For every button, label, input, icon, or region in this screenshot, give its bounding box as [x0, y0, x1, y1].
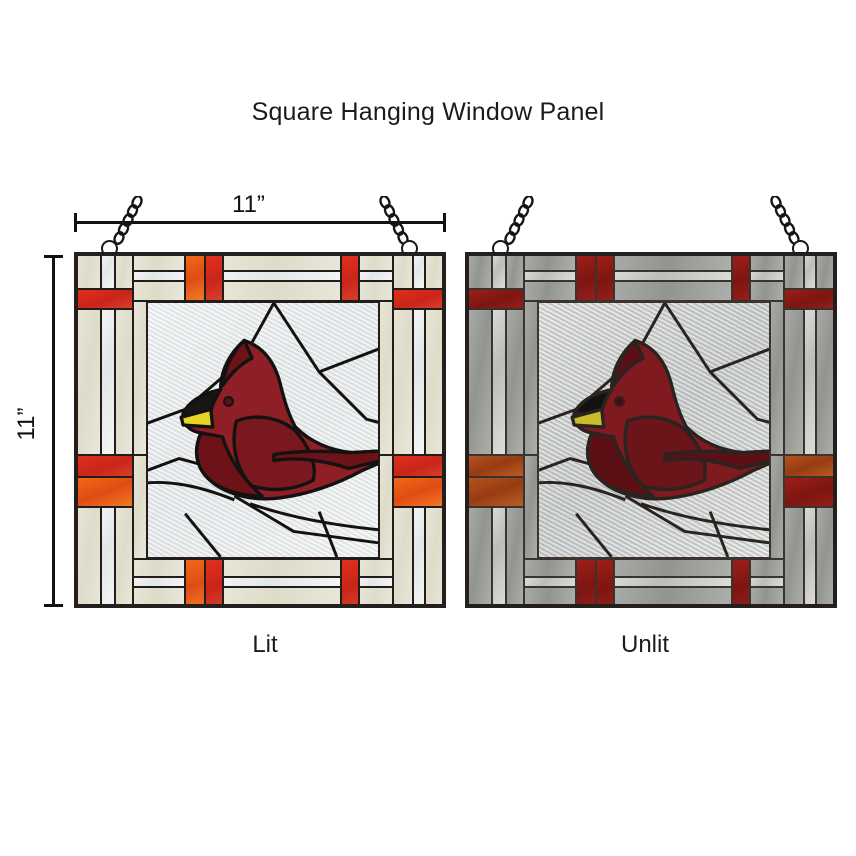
border-cell — [392, 308, 414, 456]
border-accent-cell — [78, 288, 134, 310]
border-cell — [613, 280, 733, 302]
height-dimension-cap-top — [44, 255, 63, 258]
stained-glass-panel-lit[interactable] — [74, 252, 446, 608]
border-cell — [523, 558, 577, 578]
hanging-chain-left-unlit — [499, 196, 535, 254]
border-cell — [114, 506, 134, 604]
border-accent-cell — [783, 288, 833, 310]
border-accent-cell — [204, 256, 224, 302]
border-cell — [222, 586, 342, 604]
border-accent-cell — [575, 558, 597, 604]
center-glass-field-unlit — [515, 301, 789, 559]
border-cell — [424, 506, 442, 604]
caption-lit: Lit — [252, 631, 278, 658]
border-cell — [505, 256, 525, 290]
height-dimension-label: 11” — [13, 407, 40, 441]
cardinal-artwork-unlit — [517, 303, 787, 557]
border-cell — [358, 586, 394, 604]
border-cell — [769, 300, 785, 456]
border-accent-cell — [184, 256, 206, 302]
border-cell — [132, 558, 186, 578]
border-cell — [222, 280, 342, 302]
border-cell — [523, 280, 577, 302]
border-accent-cell — [392, 454, 442, 478]
border-cell — [523, 586, 577, 604]
border-cell — [469, 256, 493, 290]
cardinal-artwork-lit — [126, 303, 396, 557]
border-accent-cell — [204, 558, 224, 604]
border-cell — [783, 256, 805, 290]
border-cell — [378, 300, 394, 456]
border-cell — [749, 586, 785, 604]
border-cell — [392, 256, 414, 290]
border-cell — [523, 300, 539, 456]
border-cell — [132, 586, 186, 604]
width-dimension-cap-left — [74, 213, 77, 232]
border-cell — [505, 308, 525, 456]
height-dimension-line — [52, 255, 55, 607]
border-accent-cell — [469, 454, 525, 478]
border-cell — [613, 558, 733, 578]
hanging-chain-right-unlit — [769, 196, 805, 254]
border-accent-cell — [340, 256, 360, 302]
border-accent-cell — [595, 256, 615, 302]
border-cell — [424, 308, 442, 456]
border-accent-cell — [731, 558, 751, 604]
page-title: Square Hanging Window Panel — [251, 98, 605, 126]
border-cell — [392, 506, 414, 604]
border-cell — [469, 506, 493, 604]
border-accent-cell — [78, 454, 134, 478]
border-accent-cell — [575, 256, 597, 302]
center-glass-field-lit — [124, 301, 398, 559]
border-cell — [132, 300, 148, 456]
border-cell — [424, 256, 442, 290]
border-cell — [222, 558, 342, 578]
width-dimension-label: 11” — [232, 191, 265, 218]
border-cell — [378, 454, 394, 564]
border-cell — [783, 308, 805, 456]
border-cell — [469, 308, 493, 456]
border-cell — [132, 454, 148, 564]
border-cell — [815, 256, 833, 290]
border-accent-cell — [783, 476, 833, 508]
border-accent-cell — [340, 558, 360, 604]
border-cell — [783, 506, 805, 604]
border-accent-cell — [469, 476, 525, 508]
border-cell — [505, 506, 525, 604]
border-accent-cell — [469, 288, 525, 310]
border-cell — [815, 506, 833, 604]
border-cell — [358, 280, 394, 302]
border-cell — [132, 280, 186, 302]
width-dimension-line — [74, 221, 446, 224]
border-cell — [523, 454, 539, 564]
border-accent-cell — [78, 476, 134, 508]
border-cell — [769, 454, 785, 564]
border-accent-cell — [731, 256, 751, 302]
border-accent-cell — [392, 476, 442, 508]
hanging-chain-left-lit — [108, 196, 144, 254]
border-cell — [613, 586, 733, 604]
border-cell — [749, 558, 785, 578]
border-cell — [358, 558, 394, 578]
border-cell — [78, 308, 102, 456]
border-accent-cell — [184, 558, 206, 604]
border-cell — [114, 308, 134, 456]
border-cell — [815, 308, 833, 456]
border-accent-cell — [783, 454, 833, 478]
border-cell — [114, 256, 134, 290]
border-accent-cell — [595, 558, 615, 604]
caption-unlit: Unlit — [620, 631, 669, 658]
border-cell — [78, 256, 102, 290]
width-dimension-cap-right — [443, 213, 446, 232]
border-cell — [749, 280, 785, 302]
border-accent-cell — [392, 288, 442, 310]
height-dimension-cap-bottom — [44, 604, 63, 607]
stained-glass-panel-unlit[interactable] — [465, 252, 837, 608]
border-cell — [78, 506, 102, 604]
